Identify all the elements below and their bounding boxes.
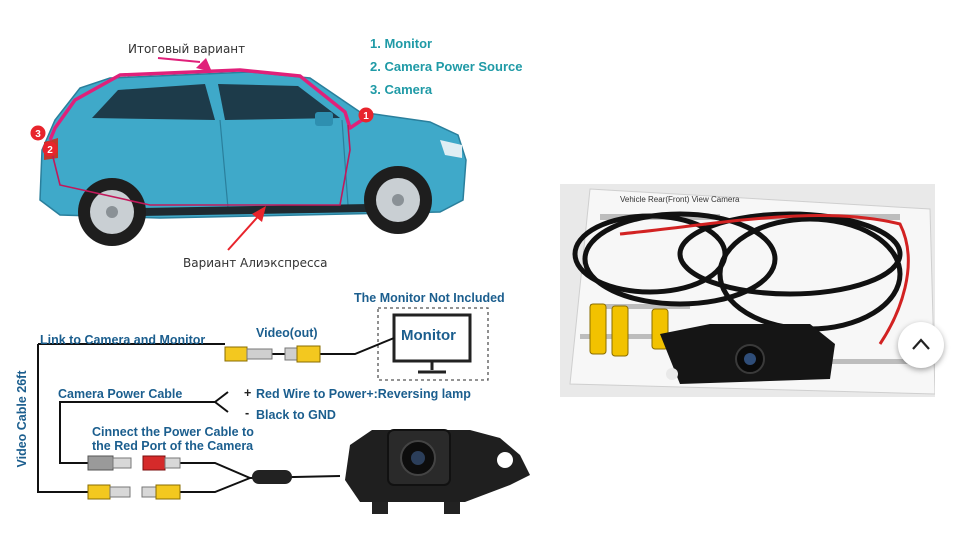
product-photo-illustration: Vehicle Rear(Front) View Camera — [569, 188, 935, 395]
car-routing-diagram: 1 3 2 — [30, 57, 467, 251]
aliexpress-route-line — [49, 124, 351, 206]
product-photo: Vehicle Rear(Front) View Camera — [560, 184, 935, 397]
final-route-line — [48, 68, 366, 141]
marker-1: 1 — [358, 107, 374, 123]
camera-video-connector — [87, 484, 181, 500]
manual-title: Vehicle Rear(Front) View Camera — [620, 195, 740, 204]
link-camera-monitor-label: Link to Camera and Monitor — [40, 333, 206, 347]
minus-sign: - — [245, 406, 250, 420]
svg-text:3: 3 — [35, 129, 41, 140]
monitor-label: Monitor — [401, 327, 456, 344]
camera-unit — [345, 429, 530, 514]
connect-power-line2: the Red Port of the Camera — [92, 439, 254, 453]
black-wire-label: Black to GND — [256, 408, 336, 422]
video-cable-label: Video Cable 26ft — [15, 370, 29, 468]
plus-sign: + — [244, 386, 252, 400]
power-connector — [87, 455, 181, 471]
chevron-up-icon — [912, 338, 930, 350]
svg-text:2: 2 — [47, 145, 53, 156]
wiring-diagram — [37, 307, 530, 514]
rca-connector-right — [284, 345, 321, 363]
marker-3: 3 — [30, 125, 46, 141]
power-cable-label: Camera Power Cable — [58, 387, 183, 401]
final-variant-label: Итоговый вариант — [128, 42, 246, 56]
legend-item-monitor: 1. Monitor — [370, 36, 433, 51]
monitor-box — [377, 307, 489, 381]
legend-item-power-source: 2. Camera Power Source — [370, 59, 523, 74]
aliexpress-variant-label: Вариант Алиэкспресса — [183, 256, 328, 270]
connect-power-line1: Cinnect the Power Cable to — [92, 425, 254, 439]
marker-2: 2 — [42, 141, 58, 157]
monitor-not-included-label: The Monitor Not Included — [354, 291, 505, 305]
red-wire-label: Red Wire to Power+:Reversing lamp — [256, 387, 471, 401]
legend-item-camera: 3. Camera — [370, 82, 433, 97]
video-out-label: Video(out) — [256, 326, 318, 340]
scroll-top-button[interactable] — [898, 322, 944, 368]
svg-text:1: 1 — [363, 111, 369, 122]
car-illustration — [39, 71, 467, 246]
rca-connector-left — [224, 346, 273, 362]
